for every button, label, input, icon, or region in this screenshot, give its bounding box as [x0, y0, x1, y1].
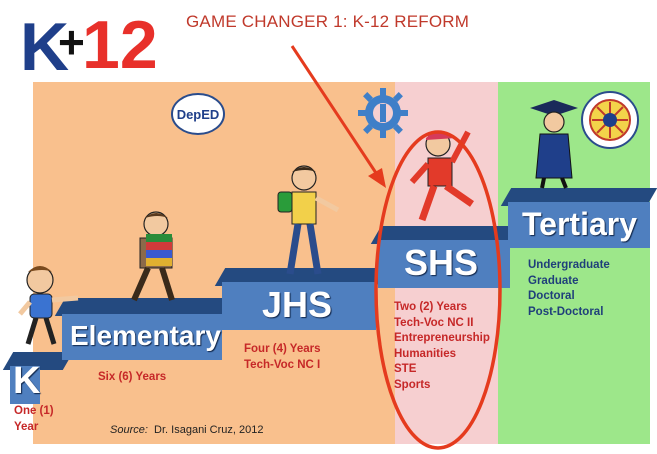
shs-line-1: Two (2) Years: [394, 301, 468, 313]
step-tertiary-label: Tertiary: [522, 206, 638, 242]
logo-12: 12: [82, 8, 158, 78]
jhs-details: Four (4) Years Tech-Voc NC I: [244, 342, 321, 373]
k-line-1: One (1): [14, 405, 54, 417]
source-text: Dr. Isagani Cruz, 2012: [154, 424, 264, 436]
step-shs-label: SHS: [404, 242, 479, 283]
step-k: [10, 366, 40, 404]
tertiary-line-1: Undergraduate: [528, 259, 610, 271]
k-line-2: Year: [14, 420, 39, 433]
elementary-student-figure: [131, 211, 175, 302]
gear-icon: [356, 86, 410, 140]
tertiary-details: Undergraduate Graduate Doctoral Post-Doc…: [528, 258, 610, 320]
step-elementary: [62, 314, 222, 360]
jhs-student-figure: [277, 165, 340, 275]
kindergarten-child-figure: [18, 266, 79, 345]
basic-education-zone: [33, 82, 395, 444]
tertiary-line-3: Doctoral: [528, 290, 575, 302]
k-duration: One (1) Year: [14, 404, 54, 435]
slide-title: GAME CHANGER 1: K-12 REFORM: [186, 12, 470, 31]
tertiary-line-4: Post-Doctoral: [528, 305, 604, 318]
step-jhs-label: JHS: [262, 284, 333, 325]
step-shs: [378, 240, 510, 288]
svg-text:DepED: DepED: [177, 107, 220, 122]
step-tertiary: [508, 202, 650, 248]
shs-details: Two (2) Years Tech-Voc NC II Entrepreneu…: [394, 300, 490, 393]
logo-plus: +: [58, 16, 85, 68]
step-elementary-label: Elementary: [70, 320, 221, 351]
shs-line-5: STE: [394, 363, 417, 375]
k12-logo: K 12 +: [18, 7, 168, 85]
deped-logo: DepED: [170, 92, 226, 136]
logo-k: K: [20, 9, 69, 78]
shs-line-6: Sports: [394, 378, 431, 391]
shs-line-3: Entrepreneurship: [394, 332, 490, 344]
source-prefix: Source:: [110, 424, 148, 436]
shs-line-4: Humanities: [394, 347, 456, 360]
jhs-line-1: Four (4) Years: [244, 343, 321, 355]
jhs-line-2: Tech-Voc NC I: [244, 358, 321, 371]
ched-seal-icon: [580, 90, 640, 150]
graduate-figure: [530, 100, 578, 189]
step-k-label: K: [13, 360, 41, 402]
elementary-line-1: Six (6) Years: [98, 371, 167, 383]
elementary-duration: Six (6) Years: [98, 370, 166, 386]
shs-line-2: Tech-Voc NC II: [394, 316, 474, 329]
tertiary-line-2: Graduate: [528, 274, 579, 287]
step-jhs: [222, 282, 376, 330]
source-citation: Source: Dr. Isagani Cruz, 2012: [110, 424, 264, 436]
